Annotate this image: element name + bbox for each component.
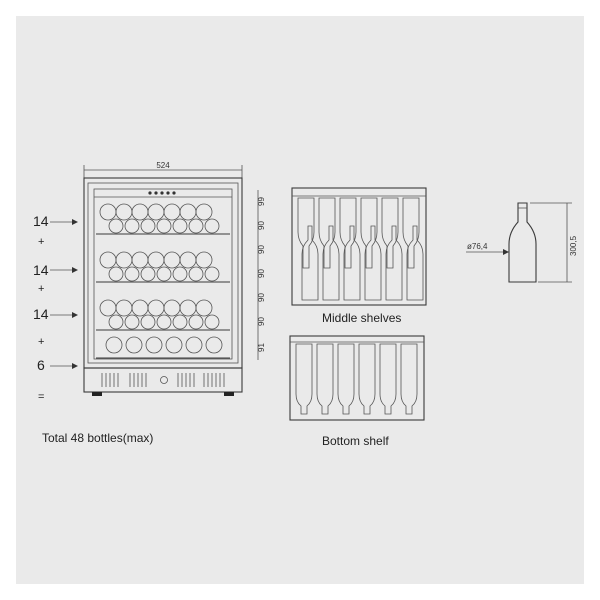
bottle-circle (140, 218, 156, 234)
bottle-circle (124, 266, 140, 282)
bottle-circle (156, 314, 172, 330)
bottle-circle (156, 218, 172, 234)
bottle-outline (508, 202, 537, 283)
count-row-3: 14 (33, 306, 49, 322)
bottom-shelf-view: Bottom shelf (289, 335, 425, 448)
foot-left (92, 392, 102, 396)
height-dim-5: 90 (257, 293, 266, 302)
bottle-circle (108, 266, 124, 282)
bottle-circle (195, 203, 213, 221)
bottle-side (301, 225, 319, 301)
bottle-circle (124, 218, 140, 234)
bottle-circle (188, 218, 204, 234)
middle-shelves-caption: Middle shelves (322, 311, 401, 325)
bottle-side (379, 343, 397, 415)
bottle-side (318, 197, 336, 269)
bottle-side (322, 225, 340, 301)
count-row-2: 14 (33, 262, 49, 278)
equals-sign: = (38, 391, 44, 403)
height-dim-2: 90 (257, 221, 266, 230)
bottle-circle (188, 314, 204, 330)
shelf-lines (96, 233, 230, 359)
count-row-1: 14 (33, 213, 49, 229)
plus-3: + (38, 336, 44, 348)
plus-1: + (38, 236, 44, 248)
height-dim-4: 90 (257, 269, 266, 278)
bottle-side (360, 197, 378, 269)
bottle-circle (108, 218, 124, 234)
bottle-circle (205, 336, 223, 354)
height-dim-6: 90 (257, 317, 266, 326)
background-panel (16, 16, 584, 584)
bottle-side (381, 197, 399, 269)
height-dimensions: 99 90 90 90 90 90 91 (257, 197, 266, 352)
bottle-circle (172, 266, 188, 282)
bottom-shelf-frame (289, 335, 425, 421)
bottle-side (316, 343, 334, 415)
bottle-circle (204, 314, 220, 330)
total-bottles-label: Total 48 bottles(max) (42, 431, 153, 445)
count-row-4: 6 (37, 357, 45, 373)
bottle-circle (188, 266, 204, 282)
bottle-circles (99, 203, 223, 354)
control-buttons (148, 191, 176, 195)
single-bottle-view: 300,5 ø76,4 (466, 202, 578, 283)
middle-shelf-bottles (297, 197, 424, 301)
bottle-side (358, 343, 376, 415)
cabinet-front-view: 524 99 90 (33, 161, 266, 445)
bottle-diameter-label: ø76,4 (467, 242, 488, 251)
ventilation-grille (101, 373, 225, 387)
height-dim-1: 99 (257, 197, 266, 206)
middle-shelves-view: Middle shelves (291, 187, 427, 325)
bottle-circle (125, 336, 143, 354)
height-dim-7: 91 (257, 343, 266, 352)
bottle-count-labels: 14 + 14 + 14 + 6 = (33, 213, 78, 403)
bottle-side (400, 343, 418, 415)
bottle-height-label: 300,5 (569, 235, 578, 256)
bottle-side (337, 343, 355, 415)
bottle-circle (156, 266, 172, 282)
bottle-side (406, 225, 424, 301)
bottle-circle (204, 218, 220, 234)
plus-2: + (38, 283, 44, 295)
bottle-circle (195, 299, 213, 317)
bottle-side (402, 197, 420, 269)
bottle-circle (165, 336, 183, 354)
bottle-circle (108, 314, 124, 330)
bottom-shelf-caption: Bottom shelf (322, 434, 389, 448)
bottle-side (343, 225, 361, 301)
bottom-shelf-bottles (295, 343, 418, 415)
middle-shelf-frame (291, 187, 427, 306)
bottle-circle (172, 218, 188, 234)
bottle-circle (105, 336, 123, 354)
glass-door (93, 188, 233, 360)
lock-icon (160, 376, 168, 384)
bottle-circle (172, 314, 188, 330)
bottle-circle (124, 314, 140, 330)
bottle-circle (145, 336, 163, 354)
bottle-circle (140, 266, 156, 282)
foot-right (224, 392, 234, 396)
bottle-circle (185, 336, 203, 354)
bottle-circle (195, 251, 213, 269)
bottle-side (385, 225, 403, 301)
width-dimension-label: 524 (156, 161, 170, 170)
cabinet-base (83, 367, 243, 393)
bottle-side (297, 197, 315, 269)
height-dim-3: 90 (257, 245, 266, 254)
bottle-side (295, 343, 313, 415)
bottle-side (364, 225, 382, 301)
bottle-side (339, 197, 357, 269)
bottle-circle (204, 266, 220, 282)
bottle-circle (140, 314, 156, 330)
